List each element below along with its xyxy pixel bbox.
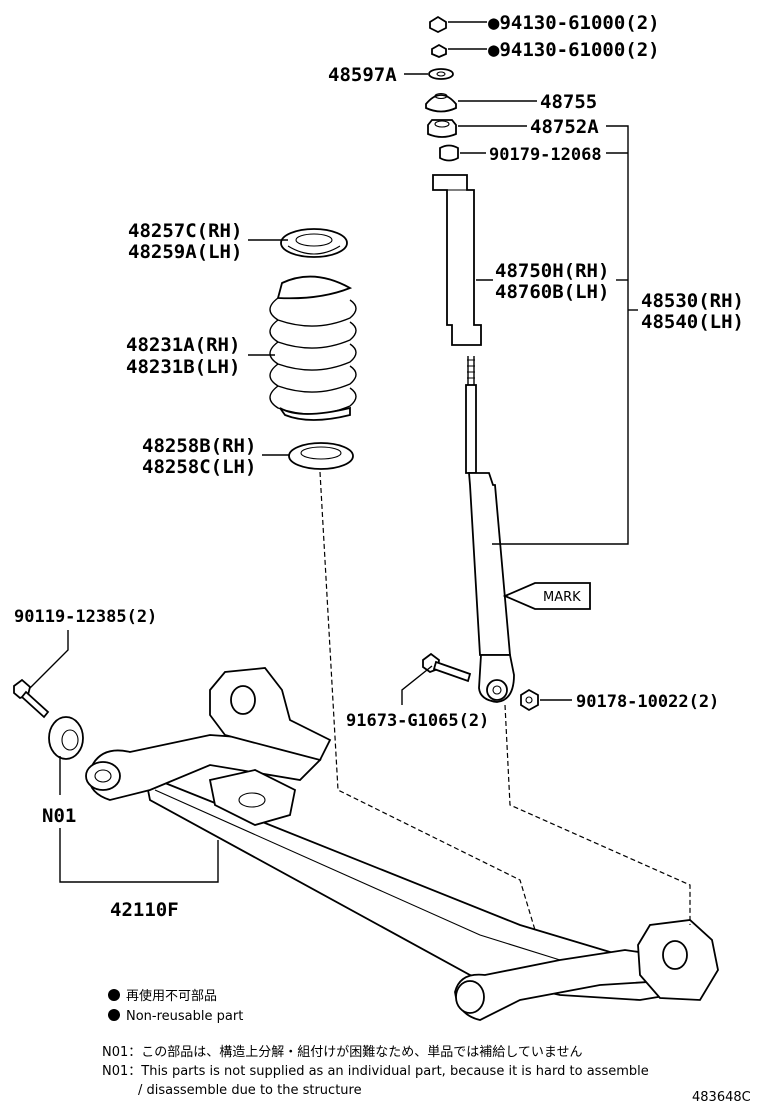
label-absorber-lh: 48540(LH) (641, 311, 744, 333)
boot (432, 174, 482, 346)
label-top-nut-1: ●94130-61000(2) (488, 12, 660, 34)
label-washer: 48597A (328, 64, 397, 86)
label-spring-rh: 48231A(RH) (126, 334, 240, 356)
front-bushing-n01 (48, 716, 84, 760)
label-boot-rh: 48750H(RH) (495, 260, 609, 282)
mark-box (502, 582, 591, 610)
note-n01-jp: N01：この部品は、構造上分解・組付けが困難なため、単品では補給していません (102, 1044, 583, 1060)
support-48752a (427, 119, 457, 138)
upper-insulator (280, 228, 348, 258)
lower-bolt (422, 652, 472, 683)
label-mark: MARK (543, 590, 581, 605)
label-n01: N01 (42, 805, 76, 827)
label-lower-bolt: 91673-G1065(2) (346, 711, 489, 731)
label-spring-lh: 48231B(LH) (126, 356, 240, 378)
lower-insulator (288, 442, 354, 470)
label-lower-nut: 90178-10022(2) (576, 692, 719, 712)
label-front-bolt: 90119-12385(2) (14, 607, 157, 627)
diagram-code: 483648C (692, 1090, 751, 1105)
label-axle-beam: 42110F (110, 899, 179, 921)
shock-absorber (465, 356, 515, 703)
bushing-90179 (439, 144, 459, 162)
non-reusable-dot-icon (108, 989, 120, 1001)
non-reusable-dot-icon (108, 1009, 120, 1021)
label-upper-insulator-lh: 48259A(LH) (128, 241, 242, 263)
label-top-nut-2: ●94130-61000(2) (488, 39, 660, 61)
washer-48597a (428, 68, 454, 80)
label-lower-insulator-lh: 48258C(LH) (142, 456, 256, 478)
label-support: 48752A (530, 116, 599, 138)
label-upper-insulator-rh: 48257C(RH) (128, 220, 242, 242)
top-nut-1 (429, 15, 447, 34)
legend-non-reusable-en: Non-reusable part (126, 1009, 243, 1024)
note-n01-en-2: / disassemble due to the structure (138, 1083, 362, 1098)
lower-nut (520, 688, 539, 712)
leader-lines (29, 21, 638, 883)
legend: 再使用不可部品 Non-reusable part (108, 988, 243, 1024)
label-bushing: 90179-12068 (489, 145, 602, 165)
dash-spring-to-axle (319, 471, 536, 931)
label-boot-lh: 48760B(LH) (495, 281, 609, 303)
support-cushion-48755 (425, 92, 457, 113)
label-lower-insulator-rh: 48258B(RH) (142, 435, 256, 457)
label-absorber-rh: 48530(RH) (641, 290, 744, 312)
label-support-cushion: 48755 (540, 91, 597, 113)
dash-absorber-to-axle (504, 704, 691, 925)
coil-spring (269, 275, 357, 421)
axle-beam (85, 667, 719, 1021)
front-bolt (13, 678, 50, 719)
note-n01-en-1: N01：This parts is not supplied as an ind… (102, 1064, 649, 1079)
top-nut-2 (431, 43, 447, 58)
legend-non-reusable-jp: 再使用不可部品 (126, 988, 217, 1004)
